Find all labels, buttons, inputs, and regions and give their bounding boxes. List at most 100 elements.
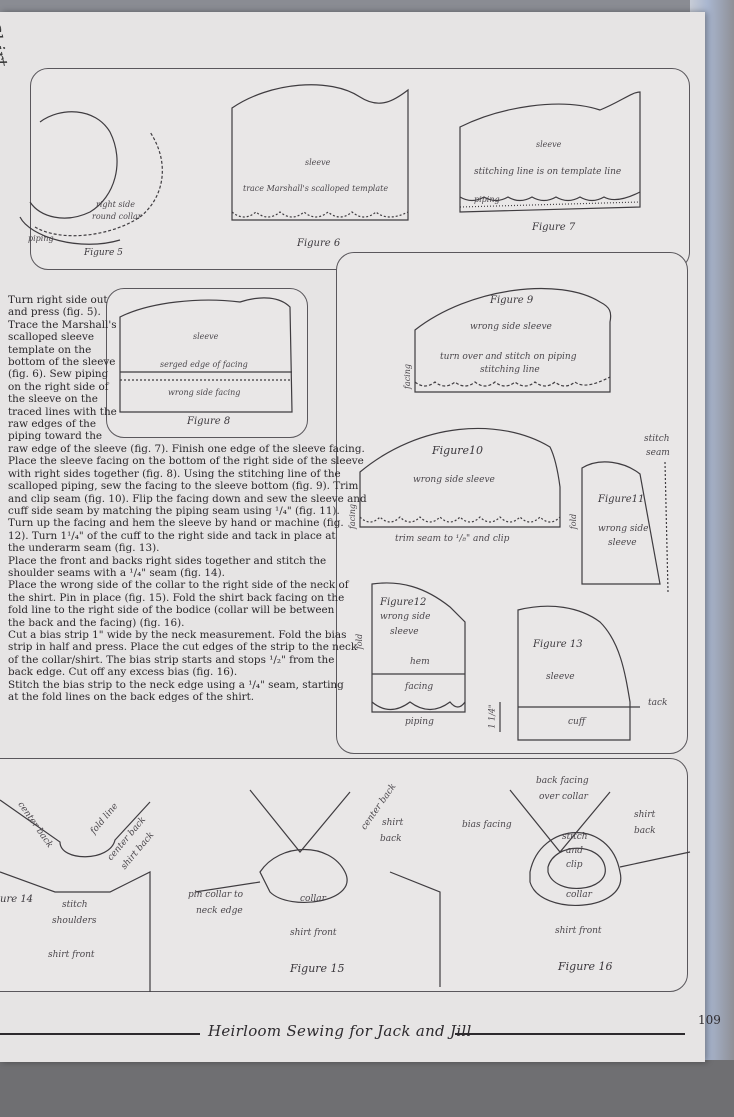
body-line: Stitch the bias strip to the neck edge u… [8,678,344,691]
fig11-sleeve: sleeve [608,538,637,548]
body-line: and clip seam (fig. 10). Flip the facing… [8,492,367,505]
body-line: shoulder seams with a ¹/₄" seam (fig. 14… [8,566,225,579]
fig11-wrong-side: wrong side [598,524,649,534]
fig15-pin-1: pin collar to [188,890,244,900]
figure-box-top [30,68,690,270]
sleeve-fig7 [459,91,641,213]
fig14-stitch: stitch [62,900,88,910]
fig10-caption: Figure10 [432,444,484,457]
body-line: on the right side of [8,380,109,393]
fig16-shirt-1: shirt [634,810,656,820]
body-line: (fig. 6). Sew piping [8,368,109,381]
fig11-seam: seam [646,448,670,458]
body-line: cuff side seam by matching the piping se… [8,504,340,517]
fig14-shoulders: shoulders [52,916,97,926]
fig10-trim: trim seam to ¹/₈" and clip [395,534,510,544]
fig15-shirt-1: shirt [382,818,404,828]
body-line: Turn up the facing and hem the sleeve by… [8,517,344,530]
fig7-piping: piping [474,195,500,204]
fig12-hem: hem [410,657,430,667]
body-line: 12). Turn 1¹/₄" of the cuff to the right… [8,529,336,542]
fig15-caption: Figure 15 [290,962,345,975]
body-line: Turn right side out [8,294,108,306]
body-line: of the collar/shirt. The bias strip star… [8,653,335,666]
fig16-clip: clip [566,860,583,870]
fig7-caption: Figure 7 [532,222,576,233]
sleeve-fig10 [359,427,561,528]
fig16-back-facing-1: back facing [536,776,589,786]
page-number: 109 [698,1013,721,1027]
fig16-caption: Figure 16 [558,960,613,973]
fig6-caption: Figure 6 [297,238,341,249]
body-line: and press (fig. 5). [8,306,101,319]
body-line: traced lines with the [8,405,117,418]
fig16-collar: collar [566,890,592,900]
fig9-wrong-side: wrong side sleeve [470,322,552,332]
sleeve-fig11 [581,461,661,585]
fig16-stitch: stitch [562,832,588,842]
book-page: Shirt [0,12,705,1062]
fig8-caption: Figure 8 [187,416,231,427]
fig16-back-facing-2: over collar [539,792,588,802]
fig9-caption: Figure 9 [490,295,534,306]
figure-box-bottom [0,758,688,992]
fig6-sleeve: sleeve [305,158,331,167]
body-line: at the fold lines on the back edges of t… [8,691,255,703]
body-line: strip in half and press. Place the cut e… [8,641,358,654]
instruction-text: Turn right side out and press (fig. 5). … [8,294,367,703]
sleeve-fig13 [517,605,631,741]
fig6-instruction: trace Marshall's scalloped template [243,184,389,193]
fig12-facing: facing [405,682,434,692]
body-line: raw edges of the [8,418,97,431]
body-line: Cut a bias strip 1" wide by the neck mea… [8,628,347,641]
fig12-piping: piping [405,717,434,727]
collar-shape [29,111,118,219]
figure-box-right [336,252,688,754]
fig8-wrong-side: wrong side facing [168,388,241,397]
fig16-shirt-front: shirt front [555,926,602,936]
fig5-label-1: right side [96,200,135,209]
body-line: scalloped sleeve [8,331,94,344]
body-line: the back and the facing) (fig. 16). [8,616,185,629]
fig16-shirt-2: back [634,826,656,836]
sleeve-fig8 [119,297,293,413]
fig15-pin-2: neck edge [196,906,243,916]
body-line: fold line to the right side of the bodic… [8,604,335,617]
fig13-sleeve: sleeve [546,672,575,682]
body-line: raw edge of the sleeve (fig. 7). Finish … [8,442,365,455]
fig9-instruction-1: turn over and stitch on piping [440,352,577,362]
fig10-facing: facing [348,503,358,530]
fig13-measure: 1 1/4" [487,704,497,729]
figure-box-fig8 [106,288,308,438]
fig5-caption: Figure 5 [84,248,123,258]
body-line: Place the front and backs right sides to… [8,554,327,567]
fig16-and: and [566,846,583,856]
body-line: back edge. Cut off any excess bias (fig.… [8,666,238,679]
body-line: scalloped piping, sew the facing to the … [8,480,359,493]
illustrations [0,84,691,992]
fig15-shirt-front: shirt front [290,928,337,938]
body-line: bottom of the sleeve [8,356,116,369]
fig10-wrong-side: wrong side sleeve [413,475,495,485]
body-line: Place the sleeve facing on the bottom of… [8,455,364,468]
fig5-piping: piping [28,234,54,243]
shirt-fig15 [249,789,351,853]
fig11-stitch: stitch [644,434,670,444]
fig15-collar: collar [300,894,326,904]
body-line: with right sides together (fig. 8). Usin… [8,467,341,480]
footer-title: Heirloom Sewing for Jack and Jill [208,1022,472,1040]
fig7-sleeve: sleeve [536,140,562,149]
fig8-serged: serged edge of facing [160,360,248,369]
table-surface [0,1060,734,1117]
body-line: template on the [8,343,92,356]
body-line: Trace the Marshall's [8,318,117,331]
body-line: the underarm seam (fig. 13). [8,542,160,555]
fig11-fold: fold [569,513,579,530]
body-line: piping toward the [8,430,103,443]
fig14-caption: ure 14 [0,894,34,905]
fig9-facing: facing [403,363,413,390]
sleeve-fig6 [231,84,409,221]
fig12-wrong-side: wrong side [380,612,431,622]
body-line: Place the wrong side of the collar to th… [8,579,349,592]
fig9-instruction-2: stitching line [480,365,540,375]
